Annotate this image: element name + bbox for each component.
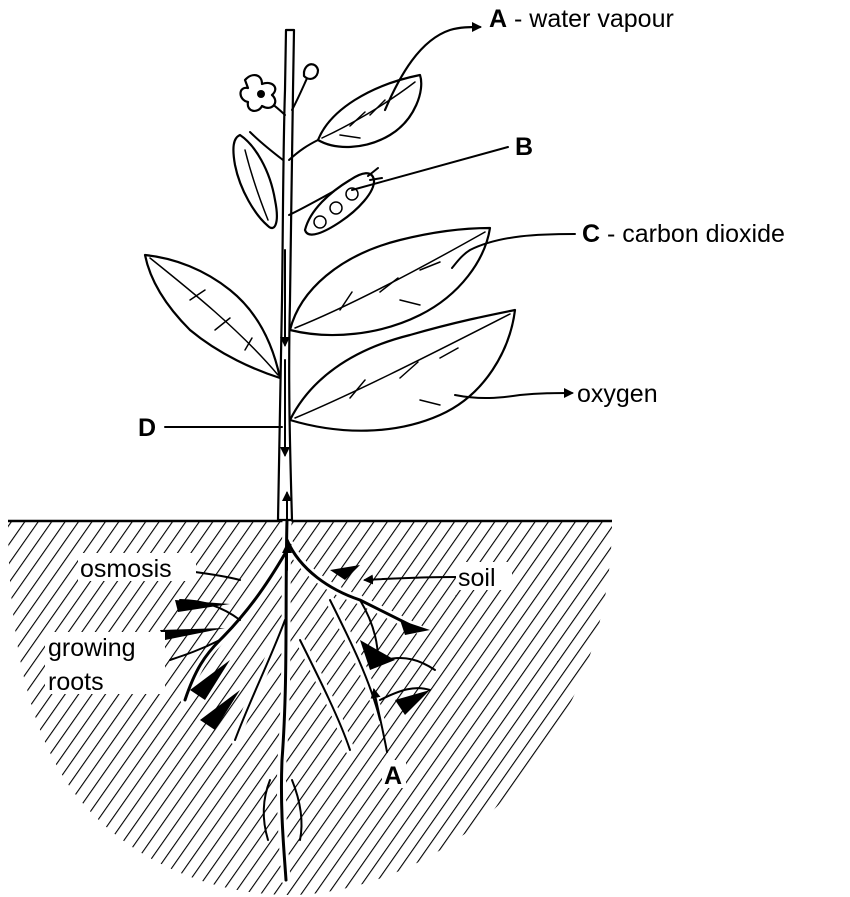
line-b bbox=[352, 147, 508, 190]
label-osmosis: osmosis bbox=[80, 555, 172, 583]
label-oxygen: oxygen bbox=[577, 380, 658, 408]
left-leaf bbox=[145, 255, 280, 378]
label-c-carbon-dioxide: C - carbon dioxide bbox=[582, 220, 785, 248]
leaf-c bbox=[290, 228, 490, 335]
flower bbox=[241, 75, 286, 115]
label-b: B bbox=[515, 133, 533, 161]
label-roots: roots bbox=[48, 668, 104, 696]
label-a-water-vapour: A - water vapour bbox=[489, 5, 674, 33]
label-growing: growing bbox=[48, 634, 136, 662]
top-leaf bbox=[289, 75, 421, 160]
left-pod bbox=[233, 132, 283, 228]
label-d: D bbox=[138, 414, 156, 442]
label-soil: soil bbox=[458, 564, 496, 592]
pod-b bbox=[289, 168, 382, 235]
label-a-bottom: A bbox=[384, 762, 402, 790]
bud bbox=[292, 64, 318, 110]
